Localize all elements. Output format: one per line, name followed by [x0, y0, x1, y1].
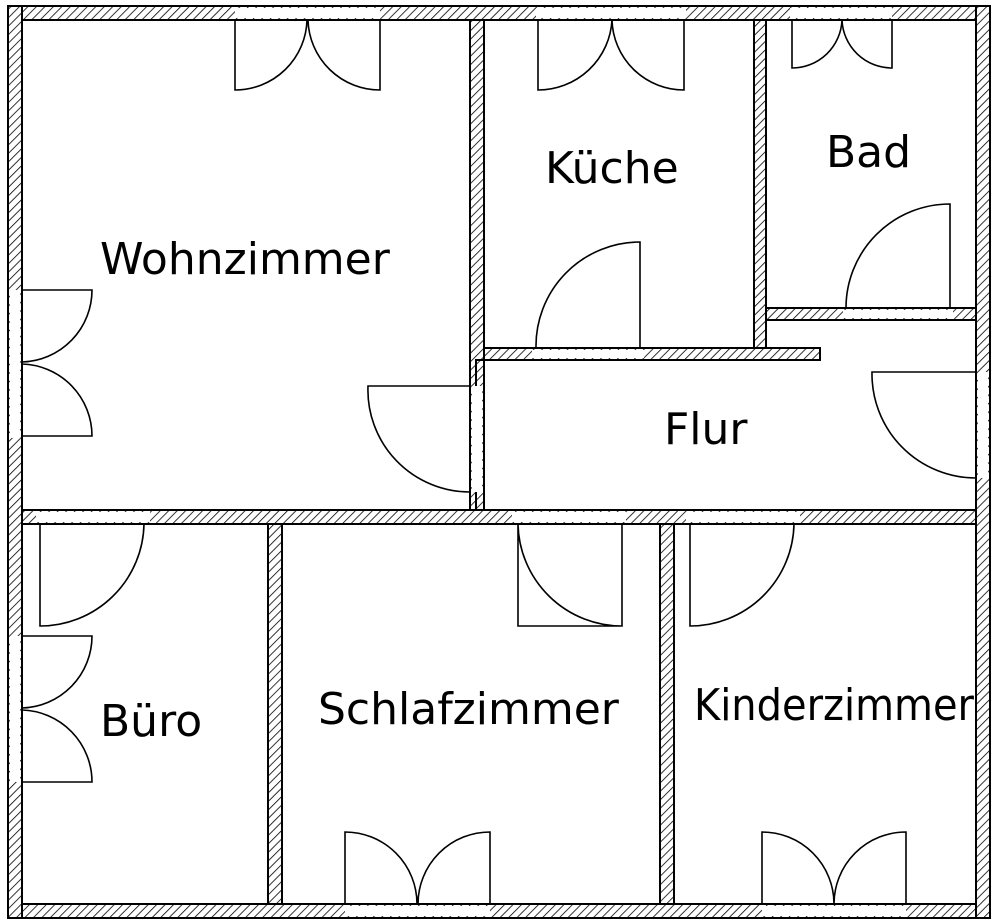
doorway-schlafzimmer [512, 512, 626, 522]
label-kueche: Küche [545, 143, 679, 194]
window-sash-buero-left [21, 635, 93, 783]
label-flur: Flur [664, 404, 748, 455]
door-buero [39, 523, 145, 627]
wall-schlafzimmer-kinderzimmer [659, 523, 675, 905]
label-bad: Bad [826, 127, 911, 178]
label-schlafzimmer: Schlafzimmer [318, 684, 620, 735]
room-labels: Wohnzimmer Küche Bad Flur Büro Schlafzim… [100, 127, 975, 747]
window-wohnzimmer-top [235, 8, 380, 18]
window-kueche-top [536, 8, 686, 18]
doorway-kinderzimmer [686, 512, 800, 522]
label-buero: Büro [100, 696, 202, 747]
window-sash-wohnzimmer-left [21, 289, 93, 437]
label-kinderzimmer: Kinderzimmer [694, 680, 975, 731]
label-wohnzimmer: Wohnzimmer [100, 234, 391, 285]
window-sash-kinderzimmer-bottom [761, 831, 907, 905]
doorway-kueche [532, 350, 644, 358]
door-schlafzimmer [517, 523, 623, 627]
window-kinderzimmer-bottom [762, 906, 906, 916]
doorway-buero [36, 512, 150, 522]
wall-kueche-bad [753, 19, 767, 351]
wall-buero-schlafzimmer [267, 523, 283, 905]
doorway-wohnzimmer [472, 386, 482, 492]
doors [21, 19, 977, 905]
window-wohnzimmer-left [10, 290, 20, 438]
doorway-bad [843, 310, 953, 318]
door-bad [845, 203, 951, 309]
door-wohnzimmer [367, 385, 471, 493]
window-sash-kueche-top [537, 19, 685, 91]
window-bad-top [790, 8, 892, 18]
wall-middle [21, 509, 977, 525]
door-entrance [871, 371, 977, 479]
window-sash-bad-top [791, 19, 893, 69]
window-sash-schlafzimmer-bottom [344, 831, 491, 905]
door-kinderzimmer [689, 523, 795, 627]
window-buero-left [10, 636, 20, 782]
window-schlafzimmer-bottom [345, 906, 490, 916]
window-sash-wohnzimmer-top [234, 19, 381, 91]
openings [10, 8, 988, 916]
doorway-entrance [978, 372, 988, 478]
door-kueche [535, 241, 641, 349]
